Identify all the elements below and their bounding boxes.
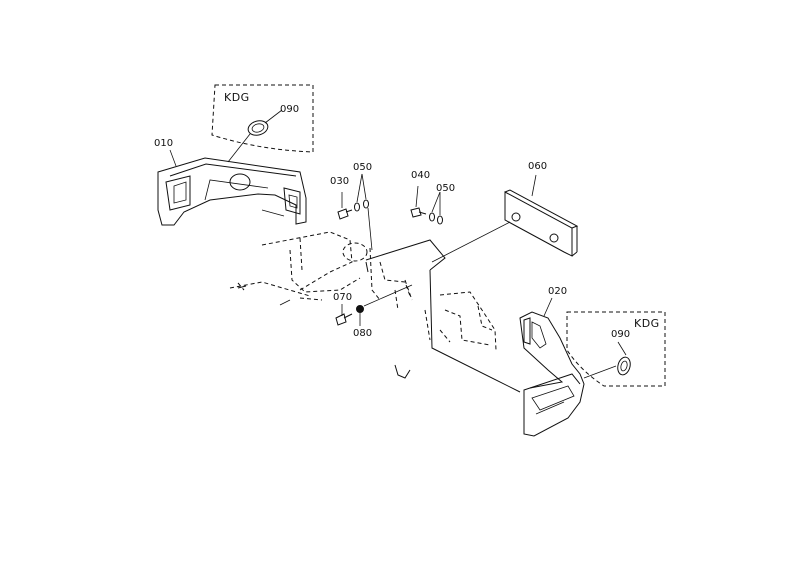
bolt-040	[410, 185, 427, 218]
variant-tag-top: KDG	[224, 91, 250, 104]
variant-tag-bottom: KDG	[634, 317, 660, 330]
weight-010	[157, 149, 307, 226]
label-070: 070	[333, 292, 353, 303]
label-050-left: 050	[353, 162, 373, 173]
variant-box-bottom	[566, 311, 666, 387]
label-090-bottom: 090	[611, 329, 631, 340]
bolt-070	[335, 304, 353, 326]
label-040: 040	[411, 170, 431, 181]
label-060: 060	[528, 161, 548, 172]
label-050-right: 050	[436, 183, 456, 194]
label-010: 010	[154, 138, 174, 149]
label-080: 080	[353, 328, 373, 339]
label-020: 020	[548, 286, 568, 297]
frame-outline	[229, 231, 521, 393]
washer-080	[356, 284, 413, 326]
washer-090-bottom	[617, 356, 631, 376]
washer-090-top	[247, 120, 269, 136]
weight-020	[519, 297, 617, 437]
bolt-030	[337, 192, 353, 220]
variant-box-top	[211, 84, 314, 163]
label-030: 030	[330, 176, 350, 187]
washers-050-left	[354, 173, 373, 251]
plate-060	[431, 174, 579, 263]
label-090-top: 090	[280, 104, 300, 115]
washers-050-right	[429, 191, 443, 225]
